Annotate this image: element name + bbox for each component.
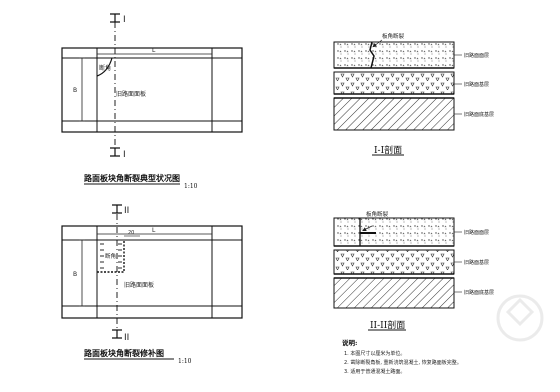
bottom-caption: 路面板块角断裂修补图: [84, 348, 164, 358]
section1-subbase-layer: [333, 97, 455, 131]
repair-boundary: [97, 240, 125, 273]
section-1: [333, 39, 462, 156]
bottom-dim-height: B: [73, 271, 77, 278]
section1-crack-label: 板角断裂: [382, 32, 405, 40]
corner-crack-line: [96, 57, 113, 77]
section2-crack-label: 板角断裂: [366, 210, 389, 218]
top-dim-width: L: [152, 47, 156, 54]
section2-layer-3: 旧路面底基层: [464, 289, 494, 296]
bottom-corner-label: 断角: [105, 252, 116, 260]
slab-outline: [61, 47, 243, 133]
top-corner-label: 断角: [99, 64, 111, 72]
bottom-plan: [61, 204, 243, 339]
watermark-logo: [496, 294, 544, 342]
notes-line-3: 3. 适用于普通混凝土路面。: [344, 368, 405, 375]
top-dim-height: B: [73, 87, 77, 94]
notes-heading: 说明:: [342, 338, 357, 347]
section2-surface-layer: [333, 217, 455, 247]
section1-title: I-I剖面: [374, 144, 402, 156]
section1-layer-2: 旧路面基层: [464, 81, 489, 88]
notes-line-2: 2. 凿除断裂角板, 重新浇筑混凝土, 恢复路面板完整。: [344, 359, 462, 366]
top-caption: 路面板块角断裂典型状况图: [84, 173, 180, 183]
top-section-mark-top: I: [123, 15, 126, 25]
section2-subbase-layer: [333, 277, 455, 309]
bottom-section-mark-top: II: [124, 206, 129, 216]
top-scale: 1:10: [184, 183, 198, 190]
bottom-dim-width: L: [152, 227, 156, 234]
section1-layer-3: 旧路面底基层: [464, 111, 494, 118]
notes-line-1: 1. 本图尺寸以厘米为单位。: [344, 350, 405, 357]
section2-layer-1: 旧路面面层: [464, 229, 489, 236]
section2-base-layer: [333, 249, 455, 275]
section1-surface-layer: [333, 41, 455, 69]
top-slab-label: 旧路面面板: [116, 90, 146, 98]
bottom-dim-small: 20: [128, 230, 134, 236]
slab-outline-repair: [61, 225, 243, 319]
section2-title: II-II剖面: [370, 319, 405, 331]
top-section-mark-bottom: I: [123, 150, 126, 160]
section1-base-layer: [333, 71, 455, 95]
section-2: [333, 217, 462, 331]
section1-crack: [369, 41, 375, 69]
bottom-section-mark-bottom: II: [124, 333, 129, 343]
section1-layer-1: 旧路面面层: [464, 52, 489, 59]
section2-layer-2: 旧路面基层: [464, 259, 489, 266]
bottom-scale: 1:10: [178, 358, 192, 365]
bottom-slab-label: 旧路面面板: [124, 281, 154, 289]
top-plan: [61, 13, 243, 157]
